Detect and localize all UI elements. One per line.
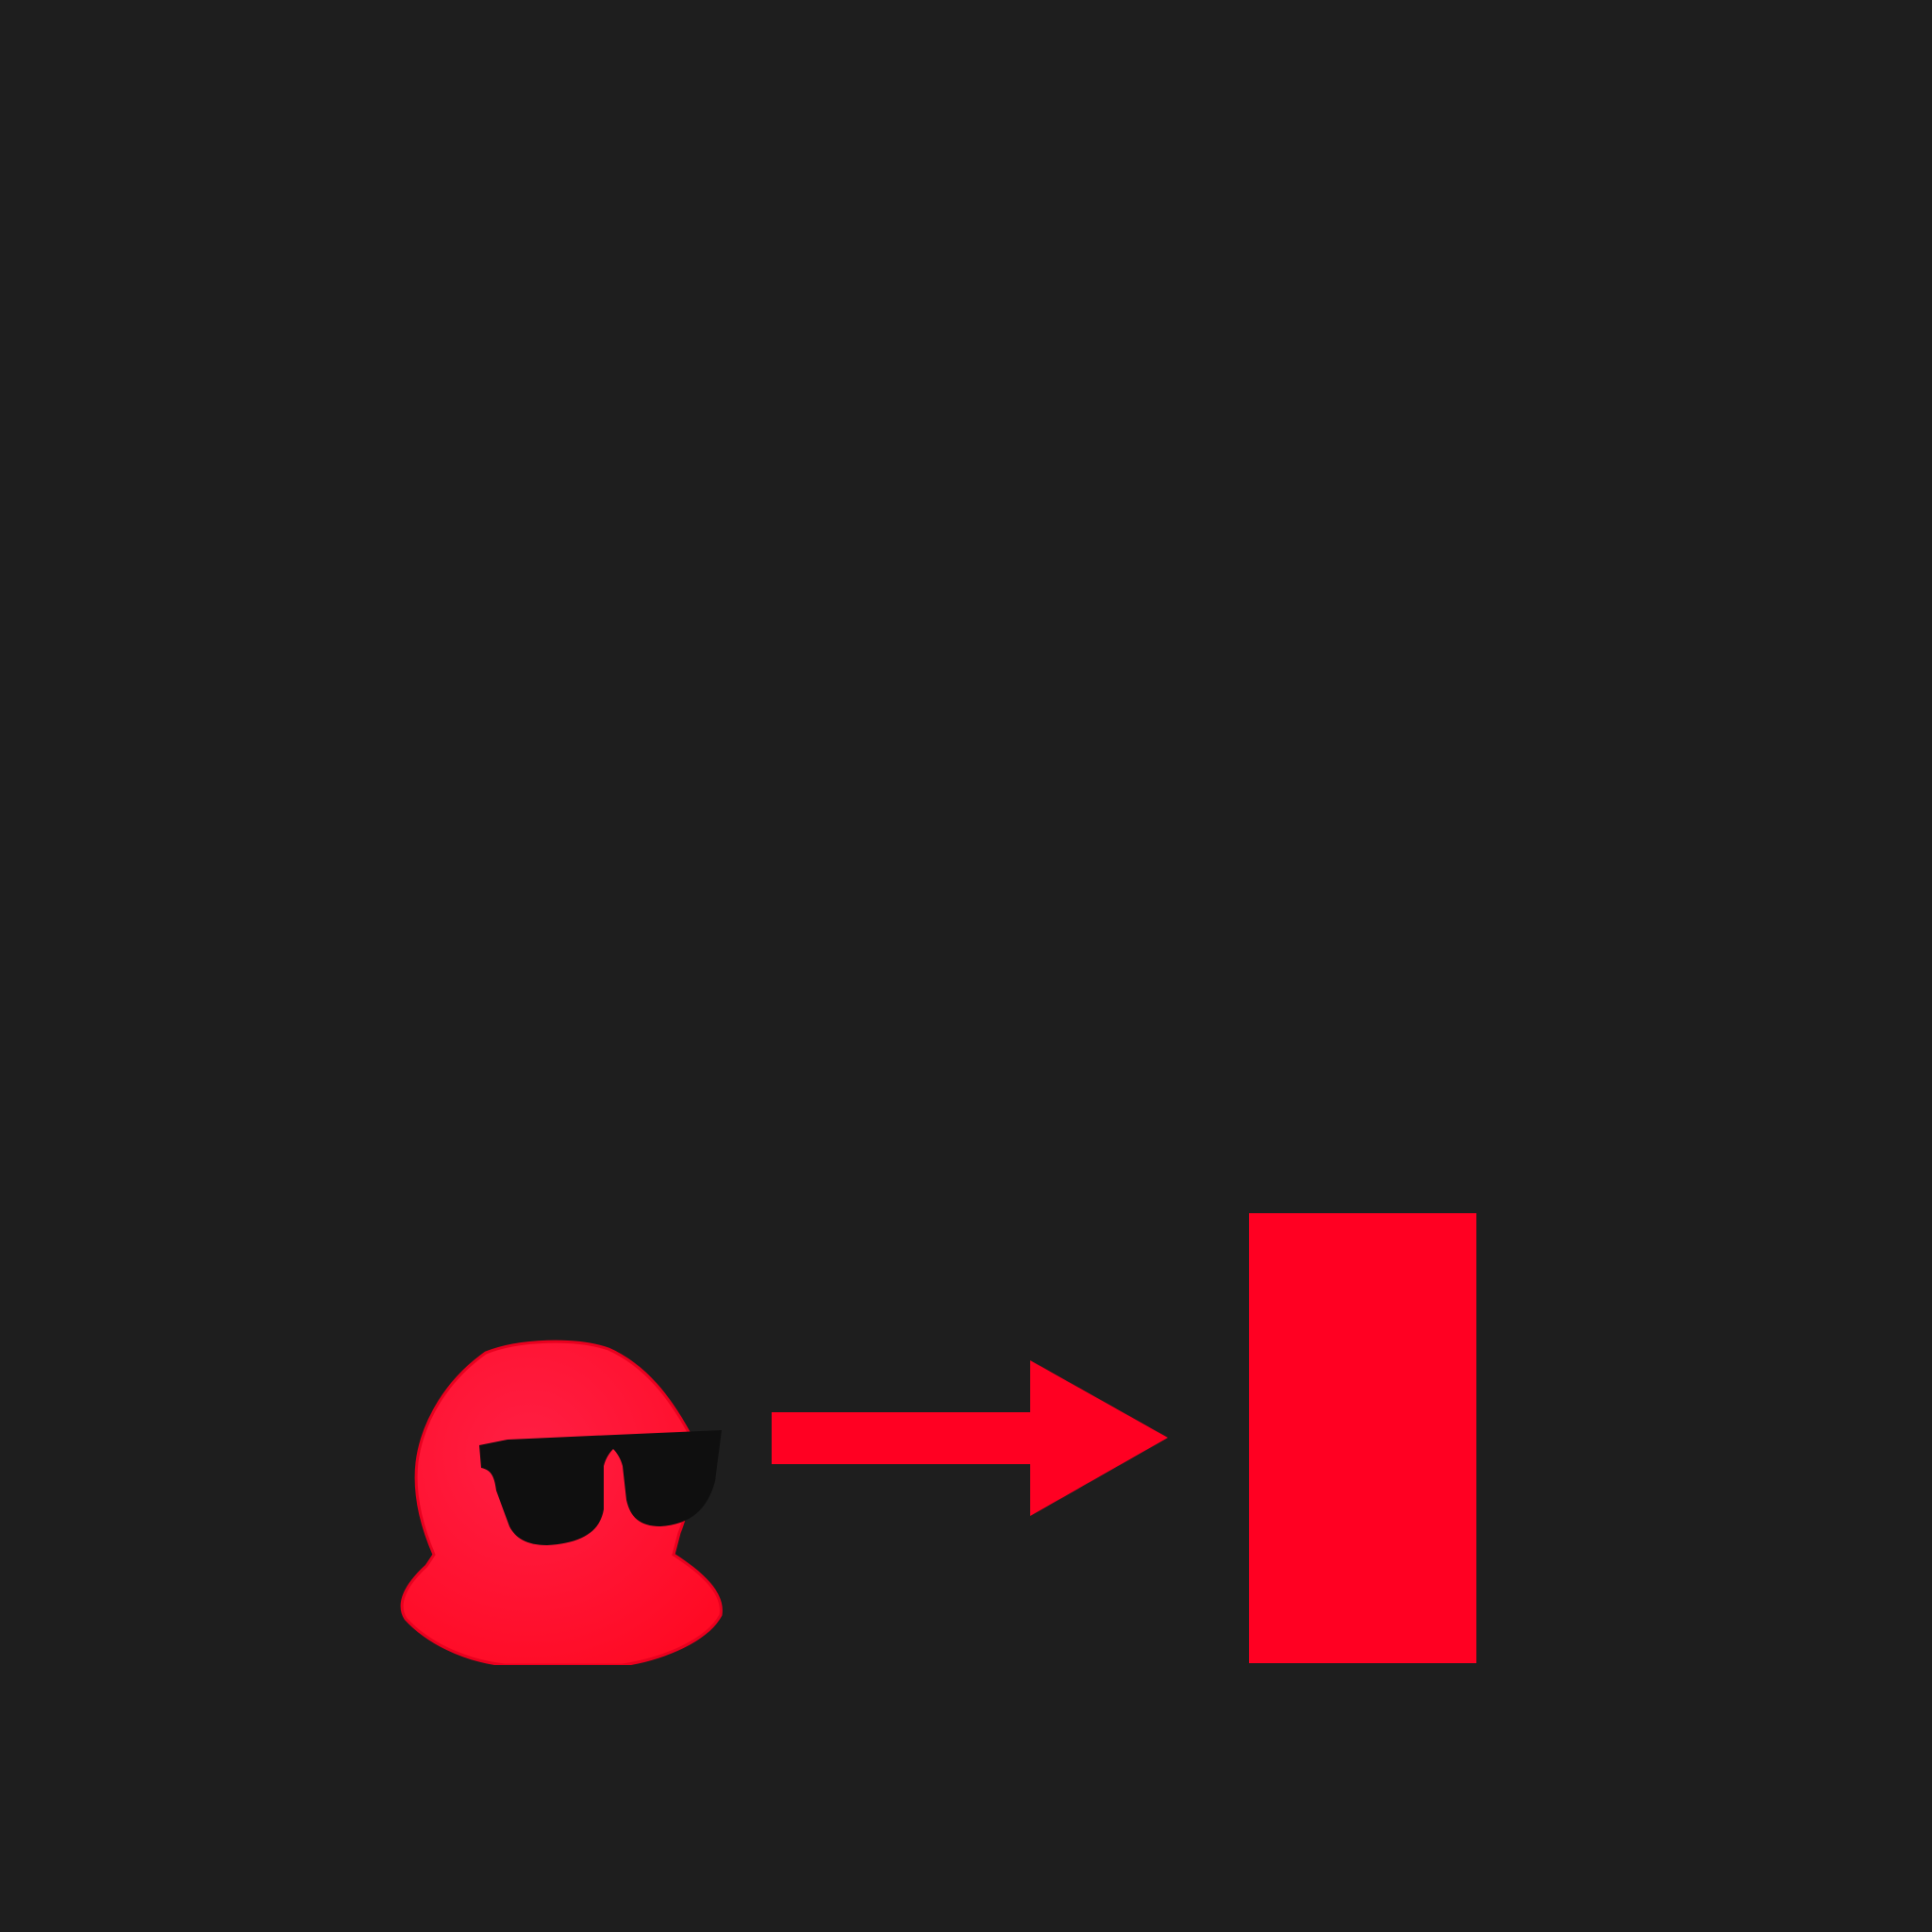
- red-rectangle-block: [1249, 1213, 1476, 1663]
- sunglasses-icon: [479, 1430, 722, 1545]
- arrow-right-icon: [772, 1360, 1168, 1516]
- red-blob-with-sunglasses-icon: [400, 1340, 723, 1665]
